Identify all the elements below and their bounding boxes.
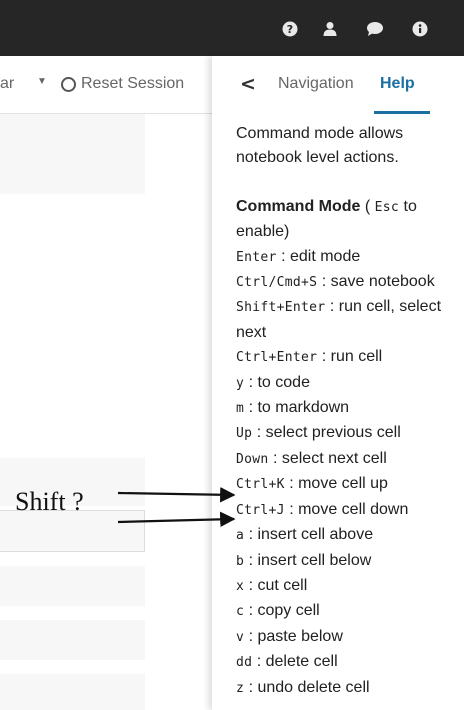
circle-icon	[61, 76, 76, 92]
shortcut-description: : paste below	[244, 627, 343, 645]
shortcut-row: Ctrl+J : move cell down	[236, 498, 464, 523]
shortcut-row: b : insert cell below	[236, 549, 464, 574]
shortcut-description: : select previous cell	[252, 424, 401, 442]
shortcut-description: : edit mode	[276, 247, 361, 265]
shortcut-row: Enter : edit mode	[236, 245, 464, 270]
shortcut-key: x	[236, 578, 245, 594]
caret-down-icon[interactable]: ▼	[37, 76, 47, 87]
shortcut-description: : insert cell below	[244, 551, 372, 569]
active-tab-indicator	[374, 111, 430, 114]
sidebar-panel: < Navigation Help Command mode allows no…	[212, 56, 464, 710]
shortcut-key: c	[236, 604, 245, 620]
shortcut-description: : run cell, select next	[236, 298, 442, 341]
notebook-toolbar: ar ▼ Reset Session	[0, 56, 212, 114]
shortcut-description: : to markdown	[244, 399, 350, 417]
shortcut-row: dd : delete cell	[236, 650, 464, 675]
shortcut-key: dd	[236, 655, 253, 671]
shortcut-row: m : to markdown	[236, 396, 464, 421]
notebook-cell[interactable]	[0, 620, 145, 660]
shortcut-row: Up : select previous cell	[236, 421, 464, 446]
shortcut-key: m	[236, 401, 245, 417]
command-mode-note-suffix: to enable)	[236, 197, 417, 241]
top-header-bar: ?	[0, 0, 464, 56]
chevron-left-icon[interactable]: <	[240, 73, 256, 95]
shortcut-description: : run cell	[317, 348, 383, 366]
reset-session-label: Reset Session	[81, 75, 185, 92]
shortcut-key: v	[236, 629, 245, 645]
shortcut-description: : move cell up	[284, 475, 388, 493]
comment-icon[interactable]	[364, 18, 386, 40]
annotation-label: Shift ?	[15, 487, 84, 516]
shortcut-description: : undo delete cell	[244, 678, 370, 696]
shortcut-key: Ctrl+J	[236, 502, 285, 518]
help-content: Command mode allows notebook level actio…	[236, 122, 464, 701]
shortcut-key: Down	[236, 451, 269, 467]
svg-text:?: ?	[287, 23, 293, 36]
shortcut-row: v : paste below	[236, 625, 464, 650]
notebook-cell[interactable]	[0, 674, 145, 710]
shortcut-key: Up	[236, 426, 253, 442]
command-mode-note-prefix: (	[360, 197, 375, 215]
shortcut-row: Ctrl+K : move cell up	[236, 472, 464, 497]
shortcut-key: Ctrl+K	[236, 477, 285, 493]
shortcut-description: : insert cell above	[244, 526, 374, 544]
shortcut-row: a : insert cell above	[236, 523, 464, 548]
notebook-area	[0, 114, 212, 710]
shortcut-description: : copy cell	[244, 602, 320, 620]
shortcut-description: : cut cell	[244, 576, 308, 594]
shortcut-row: y : to code	[236, 371, 464, 396]
info-circle-icon[interactable]	[409, 18, 431, 40]
shortcut-description: : move cell down	[284, 500, 409, 518]
notebook-cell[interactable]	[0, 566, 145, 606]
command-mode-title: Command Mode	[236, 197, 361, 215]
notebook-cell[interactable]	[0, 458, 145, 506]
user-icon[interactable]	[319, 18, 341, 40]
shortcut-description: : delete cell	[252, 653, 338, 671]
shortcut-row: Ctrl/Cmd+S : save notebook	[236, 270, 464, 295]
reset-session-button[interactable]: Reset Session	[61, 71, 184, 97]
question-circle-icon[interactable]: ?	[279, 18, 301, 40]
help-intro-text: Command mode allows notebook level actio…	[236, 125, 404, 167]
notebook-cell-selected[interactable]	[0, 510, 145, 552]
command-mode-heading: Command Mode ( Esc to enable)	[236, 195, 464, 245]
shortcut-row: Down : select next cell	[236, 447, 464, 472]
shortcut-key: z	[236, 680, 245, 696]
tab-navigation[interactable]: Navigation	[278, 75, 354, 92]
shortcut-row: Ctrl+Enter : run cell	[236, 345, 464, 370]
shortcut-key: Shift+Enter	[236, 300, 326, 316]
sidebar-tab-bar: < Navigation Help	[212, 56, 464, 114]
tab-help[interactable]: Help	[380, 75, 415, 92]
shortcut-key: a	[236, 528, 245, 544]
shortcut-key: y	[236, 375, 245, 391]
shortcut-row: z : undo delete cell	[236, 676, 464, 701]
esc-key: Esc	[374, 199, 400, 215]
shortcut-description: : to code	[244, 373, 310, 391]
shortcut-row: x : cut cell	[236, 574, 464, 599]
shortcut-key: b	[236, 553, 245, 569]
shortcut-key: Ctrl/Cmd+S	[236, 275, 318, 291]
notebook-cell[interactable]	[0, 114, 145, 194]
shortcut-row: Shift+Enter : run cell, select next	[236, 295, 464, 345]
shortcut-key: Enter	[236, 249, 277, 265]
shortcut-description: : save notebook	[317, 273, 435, 291]
shortcut-row: c : copy cell	[236, 599, 464, 624]
toolbar-dropdown-label[interactable]: ar	[0, 75, 15, 92]
shortcut-description: : select next cell	[268, 449, 387, 467]
shortcut-key: Ctrl+Enter	[236, 350, 318, 366]
